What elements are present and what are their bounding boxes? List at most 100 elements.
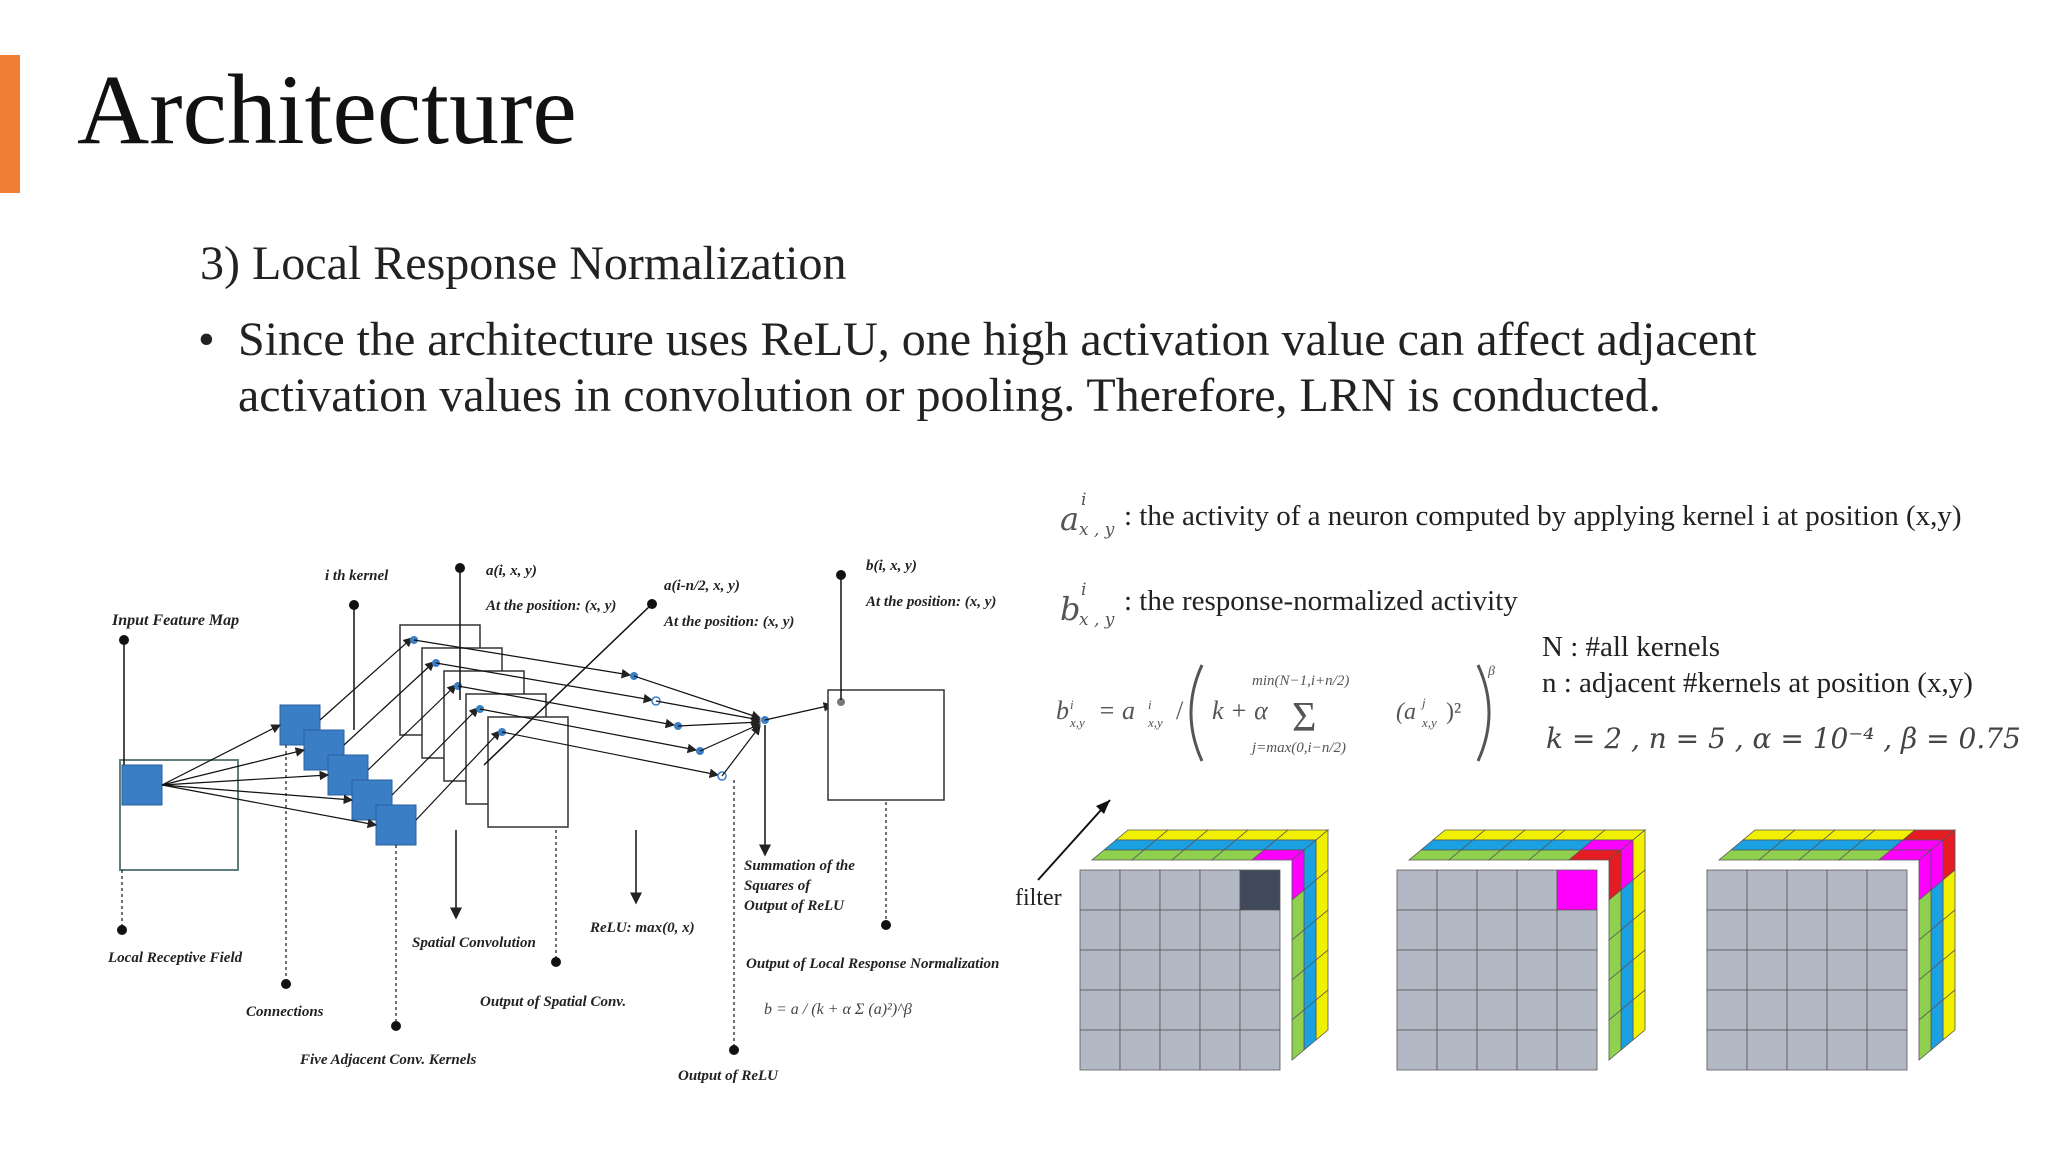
cube-front-cell: [1159, 1029, 1201, 1071]
cube-front-cell: [1199, 949, 1241, 991]
cube-front-cell: [1199, 1029, 1241, 1071]
cube-front-cell: [1159, 989, 1201, 1031]
label-lrn-formula: b = a / (k + α Σ (a)²)^β: [764, 1001, 912, 1018]
cube-front-cell: [1436, 1029, 1478, 1071]
svg-text:= a: = a: [1098, 696, 1135, 725]
kernel-square: [327, 754, 369, 796]
cube-front-cell: [1826, 909, 1868, 951]
label-summation-3: Output of ReLU: [744, 898, 845, 914]
cube-front-cell: [1786, 909, 1828, 951]
svg-text:(a: (a: [1396, 699, 1416, 725]
label-relu: ReLU: max(0, x): [589, 920, 695, 936]
cube-front-cell: [1079, 949, 1121, 991]
label-spatial-convolution: Spatial Convolution: [412, 935, 536, 951]
cube-front-cell: [1706, 869, 1748, 911]
cube-front-cell: [1239, 909, 1281, 951]
svg-text:k + α: k + α: [1212, 696, 1269, 725]
cube-front-cell: [1079, 989, 1121, 1031]
cube-front-cell: [1436, 909, 1478, 951]
svg-text:β: β: [1487, 664, 1495, 679]
a-description: : the activity of a neuron computed by a…: [1124, 500, 1962, 532]
cube-front-cell: [1516, 909, 1558, 951]
cube-side-cell: [1918, 1009, 1932, 1061]
label-summation-2: Squares of: [744, 878, 812, 894]
svg-text:j: j: [1420, 695, 1426, 710]
cube-front-cell: [1706, 989, 1748, 1031]
cube-front-cell: [1239, 989, 1281, 1031]
cube-front-cell: [1746, 989, 1788, 1031]
label-a-in2-position: At the position: (x, y): [663, 614, 794, 630]
cube-front-cell: [1239, 949, 1281, 991]
cube-front-cell: [1396, 869, 1438, 911]
input-feature-map-box: [119, 759, 239, 871]
filter-arrow: [1037, 799, 1111, 881]
label-b-position: At the position: (x, y): [865, 594, 996, 610]
cube-front-cell: [1199, 869, 1241, 911]
cube-front-cell: [1826, 989, 1868, 1031]
cube-front-cell: [1119, 949, 1161, 991]
cube-front-cell: [1119, 1029, 1161, 1071]
label-five-adjacent: Five Adjacent Conv. Kernels: [299, 1052, 477, 1068]
label-a-position: At the position: (x, y): [485, 598, 616, 614]
cube-front-cell: [1396, 989, 1438, 1031]
cube-front-cell: [1199, 909, 1241, 951]
cube-front-cell: [1436, 869, 1478, 911]
cube-front-cell: [1786, 1029, 1828, 1071]
kernel-square: [375, 804, 417, 846]
filter-label: filter: [1015, 885, 1062, 911]
cube-side-cell: [1608, 1009, 1622, 1061]
cube-front-cell: [1826, 949, 1868, 991]
cube-front-cell: [1706, 909, 1748, 951]
label-local-receptive-field: Local Receptive Field: [107, 950, 243, 966]
cube-front-cell: [1159, 909, 1201, 951]
svg-text:i: i: [1070, 697, 1074, 712]
cube-front-cell: [1476, 989, 1518, 1031]
cube-front-cell: [1866, 909, 1908, 951]
svg-text:/: /: [1176, 696, 1184, 725]
n-definition: n : adjacent #kernels at position (x,y): [1542, 667, 1973, 699]
cube-front-cell: [1079, 869, 1121, 911]
cube-front-cell: [1476, 949, 1518, 991]
cube-front-cell: [1396, 909, 1438, 951]
cube-front-cell: [1079, 909, 1121, 951]
cube-front-cell: [1159, 869, 1201, 911]
cube-front-cell: [1436, 949, 1478, 991]
cube-front-cell: [1396, 949, 1438, 991]
cube-front-cell: [1516, 1029, 1558, 1071]
slide-title: Architecture: [77, 54, 577, 165]
label-output-lrn: Output of Local Response Normalization: [746, 956, 999, 972]
label-a-in2: a(i-n/2, x, y): [664, 578, 740, 594]
cube-front-cell: [1746, 869, 1788, 911]
svg-text:i: i: [1148, 697, 1152, 712]
label-output-spatial-conv: Output of Spatial Conv.: [480, 994, 626, 1010]
svg-text:b: b: [1056, 696, 1069, 725]
N-definition: N : #all kernels: [1542, 631, 1720, 663]
local-receptive-field-square: [121, 764, 163, 806]
svg-text:x,y: x,y: [1147, 715, 1163, 730]
cube-front-cell: [1706, 1029, 1748, 1071]
cube-side-cell: [1291, 1009, 1305, 1061]
label-connections: Connections: [246, 1004, 324, 1020]
svg-text:x,y: x,y: [1069, 715, 1085, 730]
b-description: : the response-normalized activity: [1124, 585, 1518, 617]
cube-front-cell: [1746, 909, 1788, 951]
cube-front-cell: [1556, 949, 1598, 991]
cube-front-cell: [1556, 989, 1598, 1031]
cube-front-cell: [1746, 1029, 1788, 1071]
cube-front-cell: [1396, 1029, 1438, 1071]
label-output-relu: Output of ReLU: [678, 1068, 779, 1084]
cube-front-cell: [1786, 989, 1828, 1031]
parameter-values: k = 2 , n = 5 , α = 10⁻⁴ , β = 0.75: [1546, 722, 2021, 755]
cube-front-cell: [1239, 869, 1281, 911]
lrn-formula: b i x,y = a i x,y / k + α min(N−1,i+n/2)…: [1056, 664, 1495, 762]
kernel-cube-illustrations: [1079, 829, 1957, 1071]
lrn-pipeline-diagram: Input Feature Map i th kernel: [100, 540, 1040, 1090]
cube-front-cell: [1436, 989, 1478, 1031]
label-a-ixy: a(i, x, y): [486, 563, 537, 579]
svg-text:j=max(0,i−n/2): j=max(0,i−n/2): [1250, 740, 1346, 756]
label-summation-1: Summation of the: [744, 858, 855, 874]
label-ith-kernel: i th kernel: [325, 568, 389, 584]
svg-text:Σ: Σ: [1292, 695, 1316, 741]
cube-front-cell: [1866, 1029, 1908, 1071]
svg-text:min(N−1,i+n/2): min(N−1,i+n/2): [1252, 673, 1349, 689]
